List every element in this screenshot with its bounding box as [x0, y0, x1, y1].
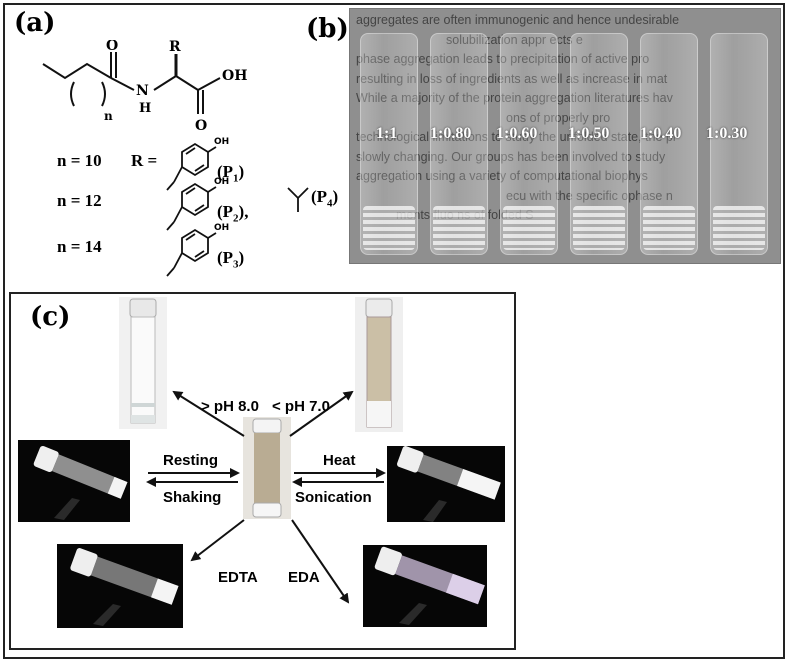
repeat-bracket-left: [70, 81, 75, 107]
variant-n-label: n = 14: [57, 237, 102, 256]
vial: [430, 33, 488, 255]
tilted-vial-photo-heat: [387, 446, 505, 522]
phenol-oh-2: OH: [214, 177, 229, 187]
vials-photo: aggregates are often immunogenic and hen…: [349, 8, 781, 264]
variant-n-label: n = 10: [57, 151, 102, 170]
label-heat: Heat: [323, 452, 356, 469]
label-sonication: Sonication: [295, 489, 372, 506]
panel-c-label: (c): [30, 302, 71, 332]
phenol-ring-1: [166, 142, 217, 191]
panel-c-frame: [9, 292, 516, 650]
ratio-label: 1:1: [376, 125, 398, 142]
phenol-ring-3: [166, 228, 217, 277]
alkyl-chain-bond: [42, 62, 112, 80]
vial: [570, 33, 628, 255]
r-equals-label: R =: [131, 151, 158, 170]
label-shaking: Shaking: [163, 489, 222, 506]
label-ph-high: > pH 8.0: [201, 398, 259, 415]
arrow-ph-high: [172, 390, 245, 437]
atom-oh: OH: [222, 68, 247, 84]
vial: [500, 33, 558, 255]
vial-photo-ph-low: [355, 297, 403, 432]
label-edta: EDTA: [218, 569, 258, 586]
panel-b-label: (b): [306, 14, 349, 44]
ratio-label: 1:0.50: [568, 125, 610, 142]
vial: [710, 33, 768, 255]
label-eda: EDA: [288, 569, 320, 586]
atom-n: N: [136, 83, 149, 99]
atom-o-bottom: O: [195, 118, 207, 134]
subscript-n: n: [104, 109, 113, 123]
atom-o-top: O: [106, 40, 118, 54]
tilted-vial-photo-resting: [18, 440, 130, 522]
atom-h: H: [139, 101, 151, 116]
p4-label: (P4): [311, 187, 339, 210]
ratio-label: 1:0.40: [640, 125, 682, 142]
p2-label: (P2),: [217, 202, 249, 225]
variant-n-label: n = 12: [57, 191, 102, 210]
vial: [640, 33, 698, 255]
chemical-structure-diagram: O R OH O N H n OH OH OH: [42, 40, 309, 277]
label-ph-low: < pH 7.0: [272, 398, 330, 415]
p3-label: (P3): [217, 248, 245, 271]
ratio-label: 1:0.60: [496, 125, 538, 142]
phenol-oh-1: OH: [214, 137, 229, 147]
tilted-vial-photo-eda: [363, 545, 487, 627]
vial-photo-ph-high: [119, 297, 167, 429]
arrow-edta: [190, 519, 245, 562]
vial-photo-center: [243, 417, 291, 519]
arrow-eda: [291, 519, 350, 604]
ratio-label: 1:0.30: [706, 125, 748, 142]
p1-label: (P1): [217, 162, 245, 185]
tilted-vial-photo-edta: [57, 544, 183, 628]
label-resting: Resting: [163, 452, 219, 469]
repeat-bracket-right: [101, 81, 106, 107]
phenol-ring-2: [166, 182, 217, 231]
background-text-block: aggregates are often immunogenic and hen…: [356, 13, 680, 222]
panel-a-label: (a): [14, 8, 56, 38]
vial: [360, 33, 418, 255]
ratio-label: 1:0.80: [430, 125, 472, 142]
isopropyl-group: [287, 187, 309, 212]
phenol-oh-3: OH: [214, 223, 229, 233]
figure-frame: [3, 3, 785, 659]
arrow-ph-low: [289, 390, 354, 437]
atom-r: R: [169, 40, 181, 55]
